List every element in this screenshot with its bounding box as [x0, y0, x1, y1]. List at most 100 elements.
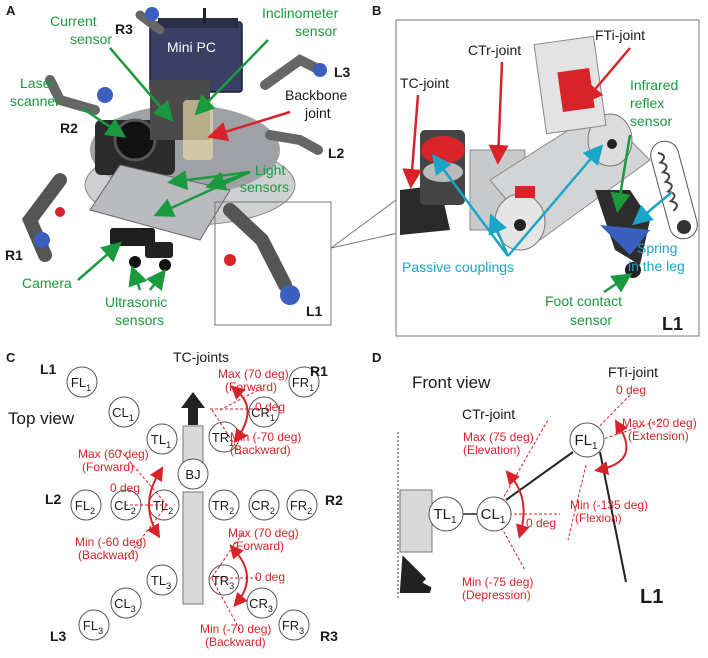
light-label-2: sensors: [240, 179, 289, 195]
joint-fr1: FR1: [288, 366, 320, 398]
link-cl-fl: [505, 451, 574, 501]
leg-label-l3: L3: [334, 64, 351, 80]
tc-joint-arrow: [402, 94, 423, 189]
inclinometer-label: Inclinometer: [262, 5, 339, 21]
body-block: [399, 489, 433, 553]
joint-cl2-label: CL2: [114, 498, 136, 516]
leg-c-l2: L2: [45, 491, 62, 507]
joint-cl1: CL1: [108, 396, 140, 428]
infrared-label: Infrared: [630, 77, 678, 93]
ctr-min-label-2: (Depression): [462, 588, 531, 602]
panel-a: A: [5, 3, 408, 328]
joint-tl2: TL2: [148, 489, 180, 521]
joint-cl1-label: CL1: [112, 405, 134, 423]
leg-c-l3: L3: [50, 628, 67, 644]
fti-max-label: Max (-20 deg): [622, 416, 697, 430]
fti-max-label-2: (Extension): [628, 429, 689, 443]
light-arrow-3: [153, 170, 251, 217]
inclinometer-label-2: sensor: [295, 23, 337, 39]
camera-label: Camera: [22, 275, 72, 291]
joint-cl3-label: CL3: [114, 596, 136, 614]
passive-arrow-2: [488, 213, 510, 257]
joint-fl3: FL3: [78, 609, 110, 641]
joint-fr2-circle: [286, 489, 318, 521]
leg-c-l1: L1: [40, 361, 57, 377]
tl2-range-arc: [146, 466, 164, 539]
infrared-label-3: sensor: [630, 113, 672, 129]
infrared-label-2: reflex: [630, 95, 664, 111]
joint-tr3: TR3: [208, 564, 240, 596]
panel-b-leg-label: L1: [662, 314, 683, 334]
forward-arrow: [181, 392, 205, 425]
spring-arrow: [632, 191, 673, 226]
joint-fr2-label: FR2: [290, 498, 312, 516]
joint-cr2-circle: [248, 489, 280, 521]
passive-arrow-1: [432, 153, 510, 257]
joint-bj-label: BJ: [185, 467, 200, 482]
joint-cr3-label: CR3: [249, 596, 273, 614]
tr1-range-arc: [230, 385, 249, 444]
ultrasonic-arrow-1: [128, 265, 148, 291]
fti-joint-title: FTi-joint: [608, 364, 658, 380]
fti-joint-arrow: [582, 47, 631, 104]
joint-tl3-circle: [146, 564, 178, 596]
spring-label-2: in the leg: [628, 258, 685, 274]
leg-label-l2: L2: [328, 145, 345, 161]
joint-fr3: FR3: [278, 609, 310, 641]
infrared-arrow: [610, 134, 632, 213]
tr1-max-label-2: (Forward): [225, 380, 277, 394]
joint-fl2: FL2: [70, 489, 102, 521]
tl2-min-label-2: (Backward): [78, 548, 139, 562]
joint-cr2: CR2: [248, 489, 280, 521]
mini-pc-label: Mini PC: [167, 39, 216, 55]
laser-label: Laser: [20, 75, 55, 91]
joint-cr3: CR3: [246, 587, 278, 619]
joint-tr2-circle: [208, 489, 240, 521]
tr3-max-line: [211, 533, 243, 578]
joint-fl3-label: FL3: [83, 618, 103, 636]
zoom-box: [214, 201, 332, 326]
leg-label-r1: R1: [5, 247, 23, 263]
leg-c-r1: R1: [310, 363, 328, 379]
fti-min-label-2: (Flexion): [575, 511, 622, 525]
tr1-max-label: Max (70 deg): [218, 367, 289, 381]
current-sensor-label: Current: [50, 13, 97, 29]
joint-fr1-label: FR1: [292, 375, 314, 393]
joint-d-tl1-circle: [428, 496, 464, 532]
zoom-line-2: [330, 230, 408, 249]
tc-joint-label: TC-joint: [400, 75, 449, 91]
body-rear-segment: [182, 491, 204, 605]
tr3-min-label: Min (-70 deg): [200, 622, 271, 636]
top-view-title: Top view: [8, 409, 75, 428]
joint-d-fl1-circle: [569, 422, 605, 458]
down-arrow: [399, 555, 432, 593]
leg-label-r3: R3: [115, 21, 133, 37]
ctr-max-line: [493, 419, 549, 515]
foot-contact-label: Foot contact: [545, 293, 622, 309]
backbone-arrow: [207, 110, 291, 142]
tr3-min-label-2: (Backward): [205, 635, 266, 649]
joint-fl1: FL1: [66, 366, 98, 398]
joint-tr2: TR2: [208, 489, 240, 521]
joint-cl3-circle: [110, 587, 142, 619]
joint-fr3-circle: [278, 609, 310, 641]
joint-cr1: CR1: [248, 396, 280, 428]
joint-cr1-circle: [248, 396, 280, 428]
fti-range-arc: [594, 419, 629, 476]
panel-b: B TC-joint CTr-joint FTi-j: [372, 3, 700, 337]
tr3-max-label: Max (70 deg): [228, 526, 299, 540]
joint-cr2-label: CR2: [251, 498, 275, 516]
joint-fl2-label: FL2: [75, 498, 95, 516]
joint-d-tl1: TL1: [428, 496, 464, 532]
foot-contact-label-2: sensor: [570, 312, 612, 328]
joint-fl1-label: FL1: [71, 375, 91, 393]
backbone-label-2: joint: [304, 105, 331, 121]
tr3-range-arc: [229, 544, 248, 608]
ctr-joint-label: CTr-joint: [468, 42, 521, 58]
ultrasonic-label: Ultrasonic: [105, 294, 167, 310]
